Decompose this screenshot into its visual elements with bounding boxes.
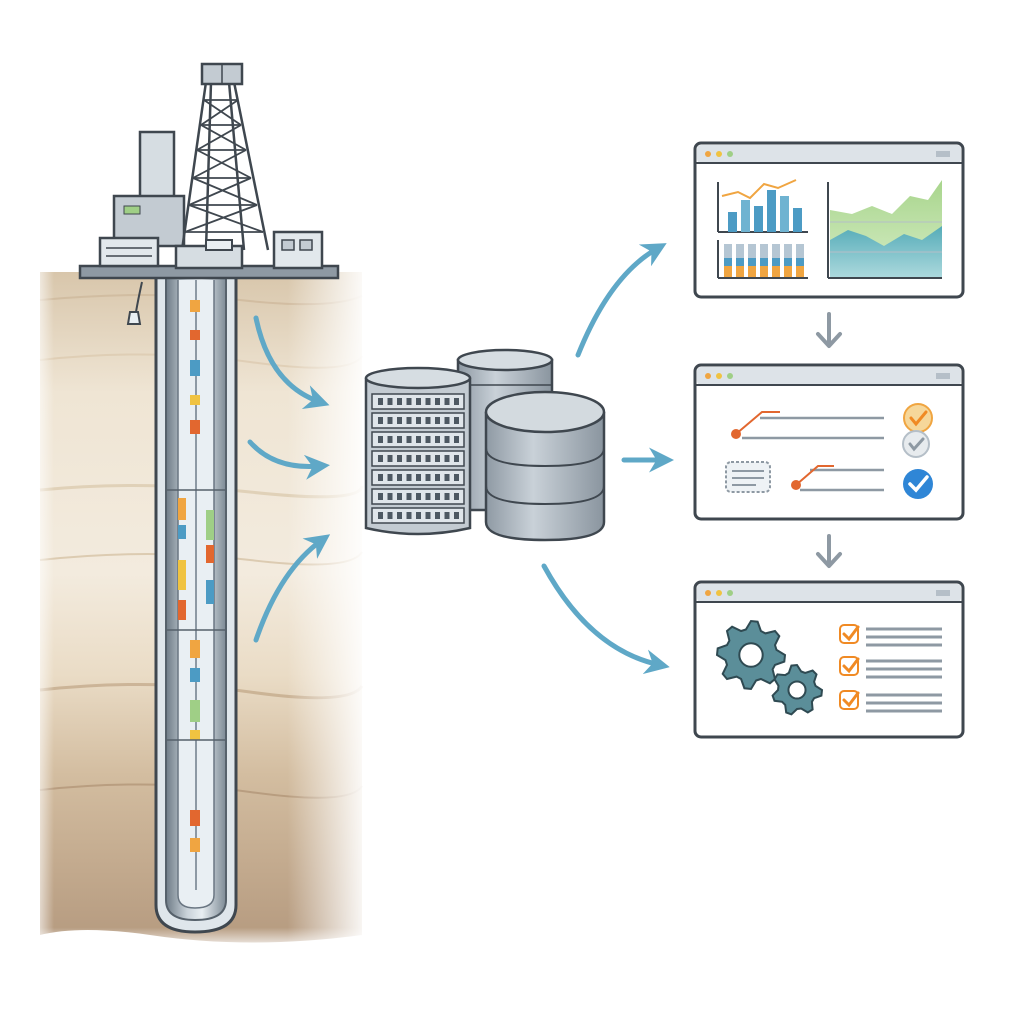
gears-icon — [715, 619, 824, 716]
database-server-icon — [364, 348, 606, 542]
stacked-bar-glyph — [717, 240, 808, 279]
document-icon — [725, 461, 771, 493]
downhole-sensors — [178, 300, 214, 852]
bar-chart-glyph — [717, 179, 808, 233]
panel-connector-arrows — [816, 312, 842, 568]
front-cylinder — [484, 390, 606, 542]
analytics-dashboard-icon — [693, 141, 965, 299]
gears-checklist-icon — [693, 580, 965, 739]
wellbore-icon — [126, 276, 238, 934]
area-chart-glyph — [827, 180, 942, 279]
status-check-icons — [902, 403, 933, 499]
drilling-rig-icon — [78, 62, 340, 280]
decision-panel-icon — [693, 363, 965, 521]
checklist — [839, 624, 942, 713]
data-flow-arrows-out — [541, 243, 674, 675]
data-flow-arrows-in — [247, 315, 331, 643]
server-rack — [364, 366, 472, 536]
